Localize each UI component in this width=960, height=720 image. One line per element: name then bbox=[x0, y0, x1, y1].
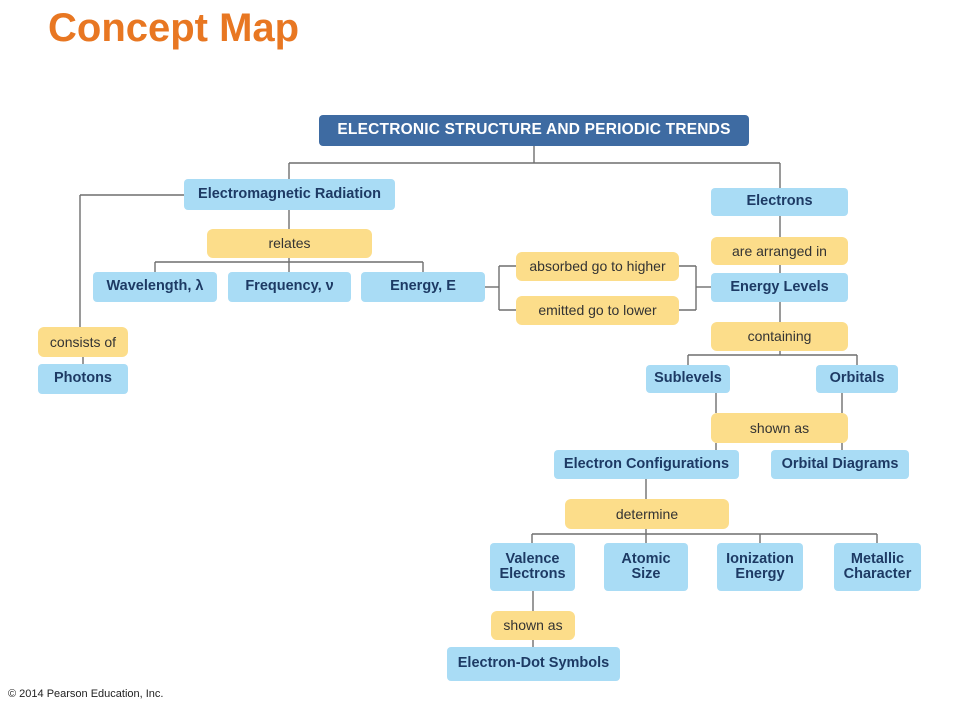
metallic-character-node: Metallic Character bbox=[834, 543, 921, 591]
em-radiation-node: Electromagnetic Radiation bbox=[184, 179, 395, 210]
emitted-link: emitted go to lower bbox=[516, 296, 679, 325]
relates-link: relates bbox=[207, 229, 372, 258]
electrons-node: Electrons bbox=[711, 188, 848, 216]
electron-configurations-node: Electron Configurations bbox=[554, 450, 739, 479]
atomic-size-node: Atomic Size bbox=[604, 543, 688, 591]
sublevels-node: Sublevels bbox=[646, 365, 730, 393]
valence-electrons-node: Valence Electrons bbox=[490, 543, 575, 591]
determine-link: determine bbox=[565, 499, 729, 529]
energy-node: Energy, E bbox=[361, 272, 485, 302]
root-concept: ELECTRONIC STRUCTURE AND PERIODIC TRENDS bbox=[319, 115, 749, 146]
page-title: Concept Map bbox=[48, 6, 300, 50]
consists-of-link: consists of bbox=[38, 327, 128, 357]
frequency-node: Frequency, ν bbox=[228, 272, 351, 302]
copyright-text: © 2014 Pearson Education, Inc. bbox=[8, 688, 164, 700]
electron-dot-symbols-node: Electron-Dot Symbols bbox=[447, 647, 620, 681]
energy-levels-node: Energy Levels bbox=[711, 273, 848, 302]
absorbed-link: absorbed go to higher bbox=[516, 252, 679, 281]
shown-as-link-2: shown as bbox=[491, 611, 575, 640]
orbital-diagrams-node: Orbital Diagrams bbox=[771, 450, 909, 479]
containing-link: containing bbox=[711, 322, 848, 351]
ionization-energy-node: Ionization Energy bbox=[717, 543, 803, 591]
photons-node: Photons bbox=[38, 364, 128, 394]
arranged-in-link: are arranged in bbox=[711, 237, 848, 265]
wavelength-node: Wavelength, λ bbox=[93, 272, 217, 302]
orbitals-node: Orbitals bbox=[816, 365, 898, 393]
shown-as-link-1: shown as bbox=[711, 413, 848, 443]
